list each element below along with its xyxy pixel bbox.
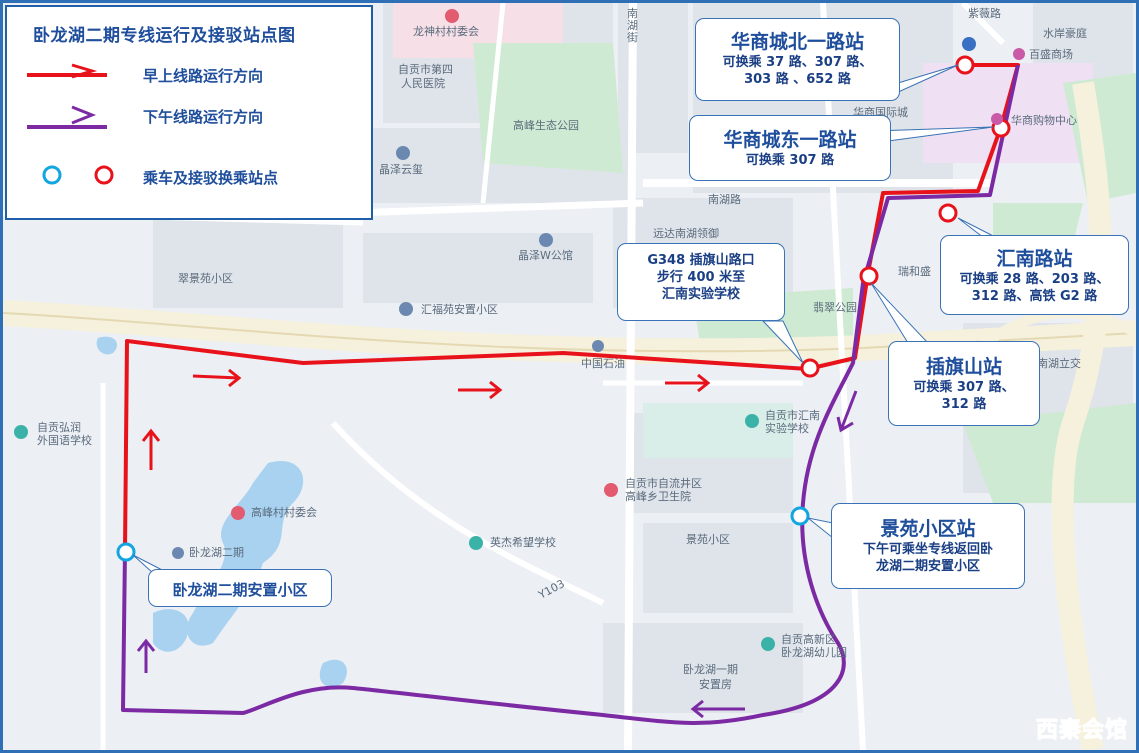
label-ziliu-a: 自贡市自流井区	[625, 476, 702, 490]
callout-huinan-title: 汇南路站	[996, 248, 1073, 270]
label-nanhu-jie-c: 街	[627, 30, 638, 44]
station-chaqishan	[859, 266, 879, 286]
label-hospital4a: 自贡市第四	[398, 62, 453, 76]
label-ruihe: 瑞和盛	[898, 264, 931, 278]
label-jingze-yunzhu: 晶泽云玺	[379, 163, 423, 176]
afternoon-direction-arrows	[136, 390, 858, 719]
label-ziliu-b: 高峰乡卫生院	[625, 489, 691, 503]
legend-red-station-icon	[94, 165, 114, 185]
label-hospital4b: 人民医院	[401, 76, 445, 90]
callout-chaqishan-line2: 312 路	[941, 397, 987, 412]
label-gaofeng-village: 高峰村村委会	[251, 505, 317, 519]
label-huinan-school-b: 实验学校	[765, 421, 809, 435]
label-jingze-w: 晶泽W公馆	[518, 248, 573, 262]
callout-jingyuan: 景苑小区站 下午可乘坐专线返回卧 龙湖二期安置小区	[831, 503, 1025, 589]
label-wolong-yi-a: 卧龙湖一期	[683, 663, 738, 676]
map-pois	[14, 9, 1025, 651]
callout-chaqishan: 插旗山站 可换乘 307 路、 312 路	[888, 341, 1040, 426]
roads	[3, 3, 1136, 750]
legend-blue-station-icon	[42, 165, 62, 185]
legend-symbols	[27, 63, 114, 185]
callout-huashang-north-line1: 可换乘 37 路、307 路、	[722, 55, 873, 70]
callout-huashang-north-title: 华商城北一路站	[730, 31, 864, 53]
legend-stations-label: 乘车及接驳换乘站点	[143, 169, 279, 187]
callout-jingyuan-line2: 龙湖二期安置小区	[875, 559, 980, 574]
station-jingyuan	[790, 506, 810, 526]
label-hongrun-b: 外国语学校	[37, 433, 92, 447]
callout-chaqishan-title: 插旗山站	[925, 356, 1002, 378]
station-huinan	[938, 203, 958, 223]
afternoon-route-line	[121, 64, 1020, 725]
label-nanhu-jie-b: 湖	[627, 19, 638, 32]
label-feicui-park: 翡翠公园	[813, 301, 857, 314]
callout-huashang-north-line2: 303 路 、652 路	[744, 72, 851, 87]
label-huinan-school-a: 自贡市汇南	[765, 408, 820, 422]
label-yingjie: 英杰希望学校	[490, 535, 556, 549]
callout-wolonghu: 卧龙湖二期安置小区	[148, 569, 332, 607]
legend-red-arrow-icon	[27, 63, 107, 79]
callout-huashang-east-line1: 可换乘 307 路	[745, 153, 835, 168]
callout-g348-line3: 汇南实验学校	[661, 287, 740, 302]
label-ziyang-road: 紫薇路	[968, 7, 1001, 20]
label-baisheng: 百盛商场	[1029, 47, 1073, 61]
label-hongrun-a: 自贡弘润	[37, 420, 81, 434]
label-jingyuan-area: 景苑小区	[686, 533, 730, 546]
label-nanhu-jie-a: 南	[627, 7, 638, 20]
map-text: 龙神村村委会 自贡市第四 人民医院 高峰生态公园 晶泽云玺 南湖路 远达南湖领御…	[37, 7, 1087, 691]
station-g348	[800, 358, 820, 378]
morning-direction-arrows	[141, 368, 711, 470]
callout-chaqishan-line1: 可换乘 307 路、	[913, 380, 1015, 395]
label-huifu: 汇福苑安置小区	[421, 302, 498, 316]
label-longshen: 龙神村村委会	[413, 24, 479, 38]
label-cuijingyuan: 翠景苑小区	[178, 272, 233, 285]
callout-jingyuan-line1: 下午可乘坐专线返回卧	[862, 542, 993, 557]
callout-huashang-east-title: 华商城东一路站	[723, 129, 857, 151]
legend-purple-arrow-icon	[27, 105, 107, 129]
label-zhongguo-shiyou: 中国石油	[581, 356, 625, 370]
callout-huinan-line2: 312 路、高铁 G2 路	[971, 289, 1098, 304]
callout-huashang-north: 华商城北一路站 可换乘 37 路、307 路、 303 路 、652 路	[695, 18, 900, 101]
callout-g348: G348 插旗山路口 步行 400 米至 汇南实验学校	[617, 243, 785, 321]
callout-huinan: 汇南路站 可换乘 28 路、203 路、 312 路、高铁 G2 路	[940, 235, 1129, 315]
label-wolong-yi-b: 安置房	[699, 677, 732, 691]
callout-g348-line2: 步行 400 米至	[656, 270, 746, 285]
label-gaoxin-a: 自贡高新区	[781, 632, 836, 646]
callout-huinan-line1: 可换乘 28 路、203 路、	[959, 272, 1110, 287]
legend-afternoon-label: 下午线路运行方向	[143, 108, 264, 126]
label-shuian: 水岸豪庭	[1043, 26, 1087, 40]
label-nanhu-road: 南湖路	[708, 193, 741, 206]
callout-jingyuan-title: 景苑小区站	[880, 518, 976, 540]
stations	[116, 55, 1011, 562]
label-wolong-er: 卧龙湖二期	[189, 546, 244, 559]
label-huashang-mall: 华商购物中心	[1011, 113, 1077, 127]
label-gaofeng-park: 高峰生态公园	[513, 118, 579, 132]
label-lijiao: 南湖立交	[1037, 356, 1081, 370]
label-gaoxin-b: 卧龙湖幼儿园	[781, 646, 847, 659]
label-yuanda: 远达南湖领御	[653, 226, 719, 240]
watermark-logo: 西秦会馆	[1035, 718, 1128, 744]
station-huashang-north	[955, 55, 975, 75]
callout-huashang-east: 华商城东一路站 可换乘 307 路	[689, 115, 891, 181]
callout-wolonghu-title: 卧龙湖二期安置小区	[172, 581, 308, 599]
legend-morning-label: 早上线路运行方向	[143, 67, 264, 85]
legend-title: 卧龙湖二期专线运行及接驳站点图	[33, 26, 296, 46]
morning-route-line	[123, 63, 1020, 551]
callout-g348-line1: G348 插旗山路口	[647, 253, 755, 268]
station-wolonghu	[116, 542, 136, 562]
legend-panel: 卧龙湖二期专线运行及接驳站点图 早上线路运行方向 下午线路运行方向 乘车及接驳换…	[5, 5, 373, 220]
